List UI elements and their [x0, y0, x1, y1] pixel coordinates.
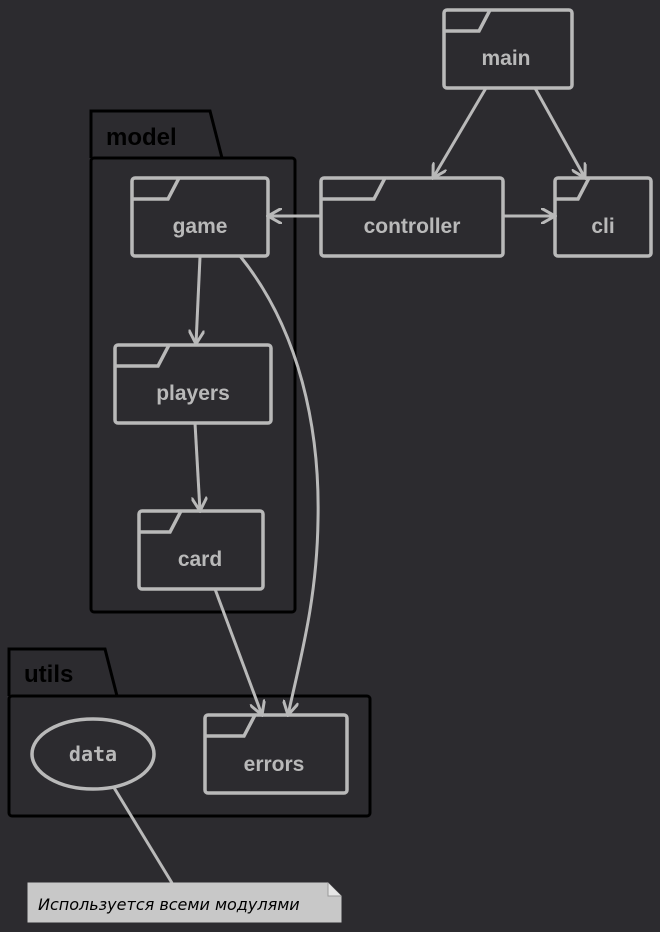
edge-players-card — [195, 422, 200, 511]
edges — [111, 87, 585, 884]
node-game[interactable]: game — [130, 176, 270, 258]
node-players[interactable]: players — [113, 343, 273, 425]
node-data[interactable]: data — [30, 717, 156, 791]
node-main[interactable]: main — [442, 8, 574, 90]
edge-main-cli — [533, 87, 585, 178]
note-text: Используется всеми модулями — [38, 895, 300, 914]
node-players-label: players — [156, 382, 230, 405]
node-controller[interactable]: controller — [319, 176, 505, 258]
edge-game-players — [196, 256, 200, 344]
edge-card-errors — [213, 588, 262, 715]
node-controller-label: controller — [364, 215, 461, 238]
package-model: model — [89, 109, 297, 614]
package-utils-label: utils — [24, 661, 73, 688]
node-main-label: main — [481, 47, 530, 70]
edge-game-errors — [238, 255, 320, 715]
package-model-label: model — [106, 124, 177, 151]
edge-main-controller — [433, 87, 488, 178]
node-game-label: game — [173, 215, 228, 238]
edge-data-note — [111, 785, 174, 884]
node-card[interactable]: card — [137, 509, 265, 591]
node-cli[interactable]: cli — [553, 176, 653, 258]
package-utils: utils — [7, 647, 372, 818]
node-cli-label: cli — [591, 215, 614, 238]
note: Используется всеми модулями — [27, 882, 342, 923]
node-errors-label: errors — [244, 753, 305, 776]
node-data-label: data — [69, 742, 117, 766]
node-errors[interactable]: errors — [203, 713, 349, 795]
node-card-label: card — [178, 548, 222, 571]
